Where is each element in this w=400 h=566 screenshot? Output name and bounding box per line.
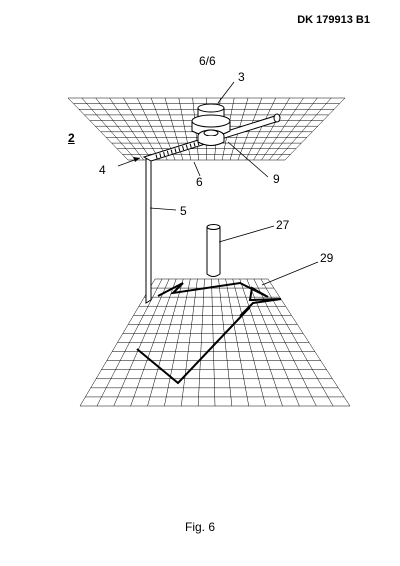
- reference-label-29: 29: [320, 251, 334, 265]
- reference-label-4: 4: [99, 163, 106, 177]
- reference-label-3: 3: [238, 70, 245, 84]
- arrow-heads: [133, 157, 140, 162]
- reference-label-5: 5: [180, 204, 187, 218]
- vertical-pole: [145, 158, 152, 304]
- reference-label-27: 27: [276, 218, 290, 232]
- reference-label-6: 6: [196, 175, 203, 189]
- path-lines: [136, 281, 282, 385]
- sheet-number: 6/6: [199, 54, 216, 68]
- patent-id: DK 179913 B1: [297, 14, 370, 26]
- cylinder-object: [206, 224, 221, 277]
- hub: [197, 129, 225, 146]
- reference-label-9: 9: [273, 172, 280, 186]
- figure-caption: Fig. 6: [184, 520, 215, 534]
- view-number-2: 2: [68, 131, 75, 145]
- leader-lines: [117, 81, 319, 286]
